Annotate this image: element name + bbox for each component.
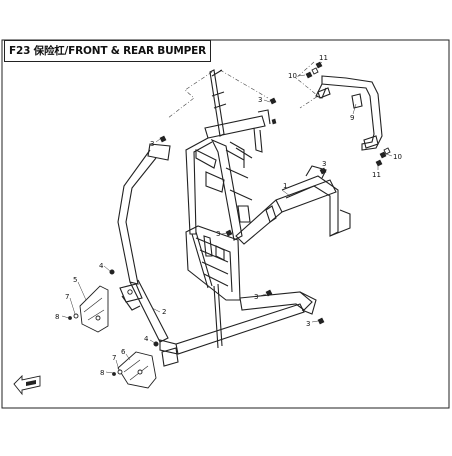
- left-guard-bracket: [79, 285, 109, 333]
- callout-10-upper: 10: [288, 72, 297, 80]
- callout-3-center: 3: [216, 230, 220, 238]
- callout-4-lower: 4: [144, 335, 149, 343]
- callout-11-lower: 11: [372, 171, 381, 179]
- callout-8-lower: 8: [100, 369, 104, 377]
- callout-7-left: 7: [65, 293, 69, 301]
- front-bumper-frame: [185, 69, 351, 315]
- lower-guard-bracket: [117, 351, 157, 389]
- callout-1: 1: [283, 182, 287, 190]
- callout-2: 2: [162, 308, 166, 316]
- callout-3-lower-right: 3: [306, 320, 310, 328]
- leader-lines: [61, 61, 393, 374]
- front-arrow-icon: [13, 374, 41, 396]
- callout-6: 6: [121, 348, 126, 356]
- construction-lines: [167, 61, 319, 119]
- diagram-title: F23 保险杠/FRONT & REAR BUMPER: [4, 40, 212, 62]
- callout-11-upper: 11: [319, 54, 328, 62]
- callout-8-left: 8: [55, 313, 59, 321]
- callout-3-upper-left: 3: [150, 140, 154, 148]
- border-frame: [1, 39, 450, 409]
- callout-4-left: 4: [99, 262, 104, 270]
- callout-numbers: 1 2 3 3 3 3 3 3 4 4 5 6 7 7 8 8 9 10 10 …: [55, 54, 402, 377]
- callout-7-lower: 7: [112, 354, 116, 362]
- hardware: [68, 61, 391, 376]
- callout-3-upper-center: 3: [258, 96, 262, 104]
- bull-bar: [117, 143, 305, 367]
- rear-bumper: [315, 75, 383, 151]
- callout-10-lower: 10: [393, 153, 402, 161]
- callout-9: 9: [350, 114, 354, 122]
- callout-3-right: 3: [322, 160, 326, 168]
- callout-3-lower-center: 3: [254, 293, 258, 301]
- callout-5: 5: [73, 276, 77, 284]
